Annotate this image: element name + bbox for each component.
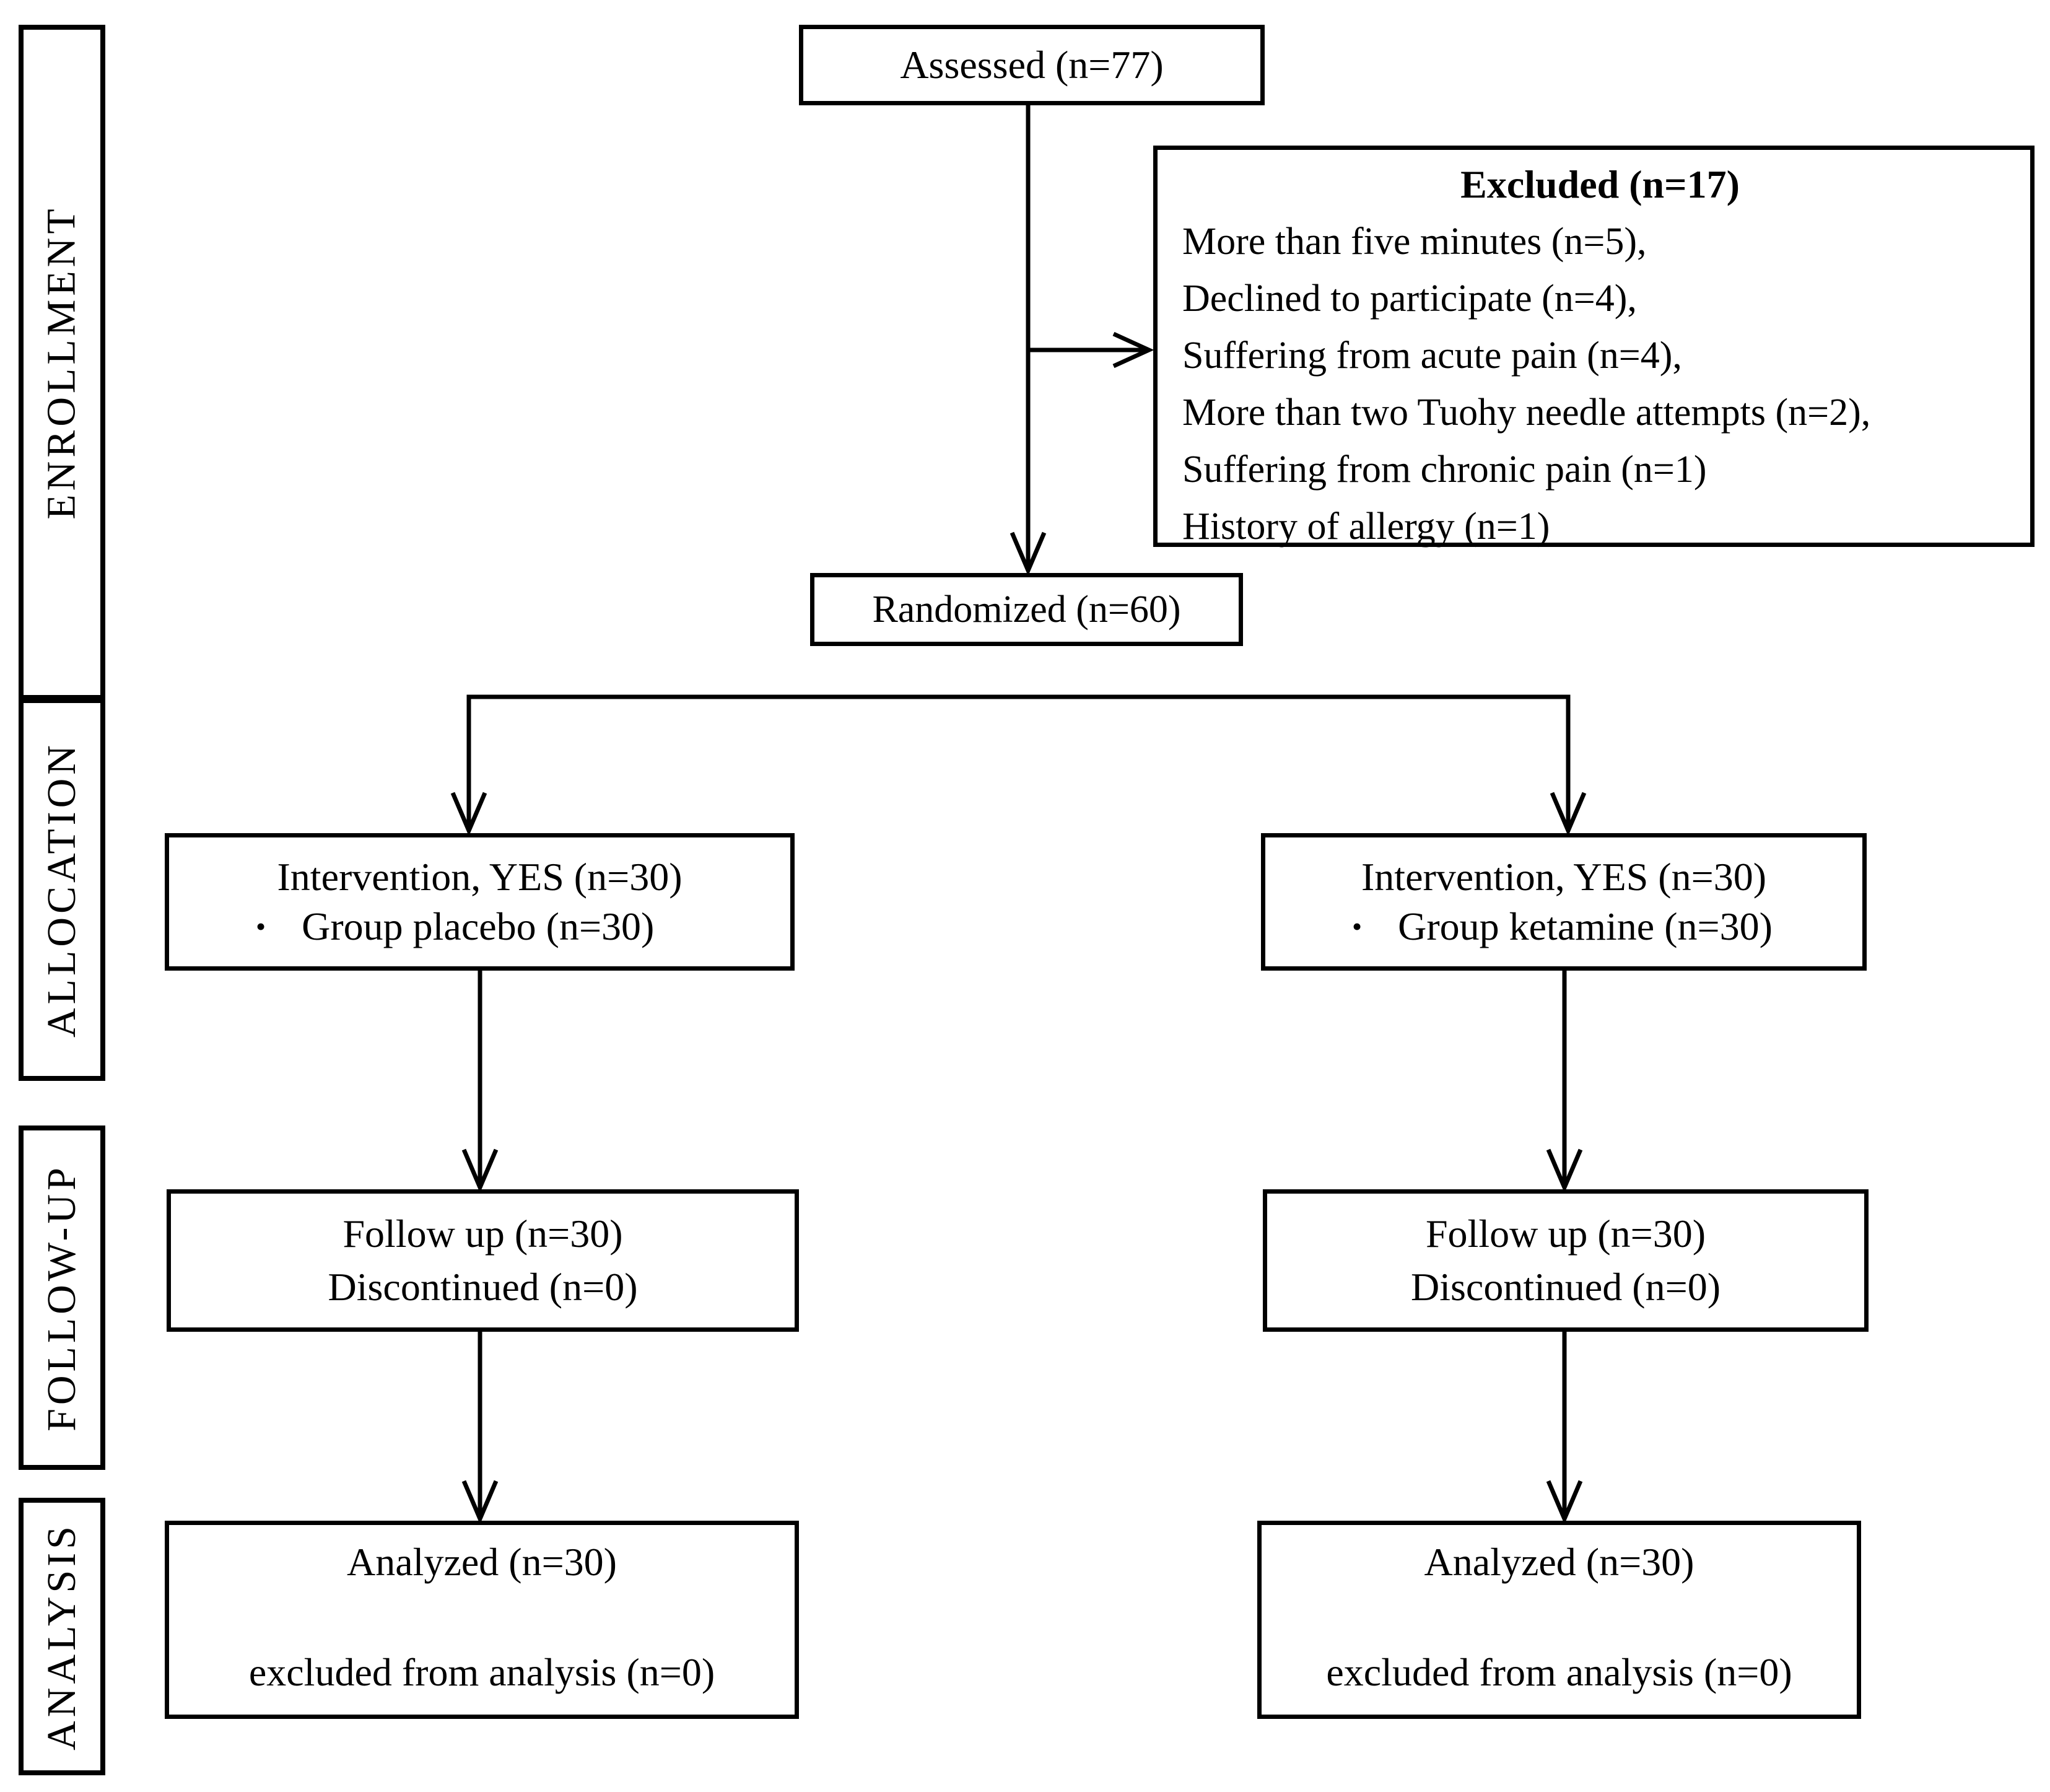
excluded-reason: More than two Tuohy needle attempts (n=2…: [1182, 391, 1871, 434]
excluded-box: Excluded (n=17) More than five minutes (…: [1153, 146, 2035, 548]
allocation-intervention-label: Intervention, YES (n=30): [1361, 855, 1767, 899]
excluded-reason: More than five minutes (n=5),: [1182, 221, 1647, 263]
stage-label-text: ENROLLMENT: [39, 205, 84, 520]
line-distributor: [466, 694, 1571, 827]
excluded-from-analysis-line: excluded from analysis (n=0): [1326, 1650, 1792, 1694]
stage-label-allocation: ALLOCATION: [19, 698, 105, 1081]
right-arrowhead-icon: [1112, 331, 1154, 369]
randomized-box: Randomized (n=60): [810, 573, 1243, 646]
followup-box-placebo: Follow up (n=30) Discontinued (n=0): [167, 1189, 799, 1332]
bullet-icon: •: [1352, 911, 1363, 942]
assessed-label: Assessed (n=77): [900, 43, 1164, 87]
stage-label-text: ALLOCATION: [39, 741, 85, 1038]
down-arrowhead-icon: [1010, 531, 1047, 576]
randomized-label: Randomized (n=60): [872, 588, 1181, 631]
down-arrowhead-icon: [461, 1480, 499, 1524]
excluded-reason: Suffering from acute pain (n=4),: [1182, 334, 1682, 377]
excluded-title: Excluded (n=17): [1460, 162, 1740, 206]
excluded-from-analysis-line: excluded from analysis (n=0): [248, 1650, 715, 1694]
excluded-reason: Suffering from chronic pain (n=1): [1182, 448, 1707, 491]
allocation-group-label: Group ketamine (n=30): [1398, 904, 1773, 948]
stage-label-followup: FOLLOW-UP: [19, 1125, 105, 1470]
assessed-box: Assessed (n=77): [799, 25, 1265, 105]
allocation-box-ketamine: Intervention, YES (n=30) • Group ketamin…: [1261, 833, 1867, 971]
stage-label-analysis: ANALYSIS: [19, 1498, 105, 1775]
stage-label-text: FOLLOW-UP: [39, 1164, 85, 1431]
down-arrowhead-icon: [1546, 1148, 1583, 1193]
allocation-intervention-label: Intervention, YES (n=30): [277, 855, 683, 899]
down-arrowhead-icon: [461, 1148, 499, 1193]
excluded-reason: Declined to participate (n=4),: [1182, 278, 1637, 320]
bullet-icon: •: [256, 911, 266, 942]
excluded-reason: History of allergy (n=1): [1182, 505, 1550, 548]
analyzed-line: Analyzed (n=30): [347, 1540, 617, 1584]
allocation-box-placebo: Intervention, YES (n=30) • Group placebo…: [165, 833, 795, 971]
allocation-group-row: • Group ketamine (n=30): [1265, 907, 1862, 946]
discontinued-line: Discontinued (n=0): [328, 1265, 638, 1309]
allocation-group-label: Group placebo (n=30): [302, 904, 655, 948]
down-arrowhead-icon: [1546, 1480, 1583, 1524]
allocation-group-row: • Group placebo (n=30): [169, 907, 790, 946]
down-arrowhead-icon: [450, 792, 487, 836]
followup-box-ketamine: Follow up (n=30) Discontinued (n=0): [1263, 1189, 1869, 1332]
followup-line: Follow up (n=30): [342, 1212, 623, 1256]
analysis-box-placebo: Analyzed (n=30) excluded from analysis (…: [165, 1521, 799, 1719]
analysis-box-ketamine: Analyzed (n=30) excluded from analysis (…: [1257, 1521, 1861, 1719]
down-arrowhead-icon: [1550, 792, 1587, 836]
analyzed-line: Analyzed (n=30): [1424, 1540, 1695, 1584]
stage-label-enrollment: ENROLLMENT: [19, 25, 105, 700]
followup-line: Follow up (n=30): [1425, 1212, 1706, 1256]
discontinued-line: Discontinued (n=0): [1411, 1265, 1721, 1309]
stage-label-text: ANALYSIS: [39, 1523, 85, 1750]
